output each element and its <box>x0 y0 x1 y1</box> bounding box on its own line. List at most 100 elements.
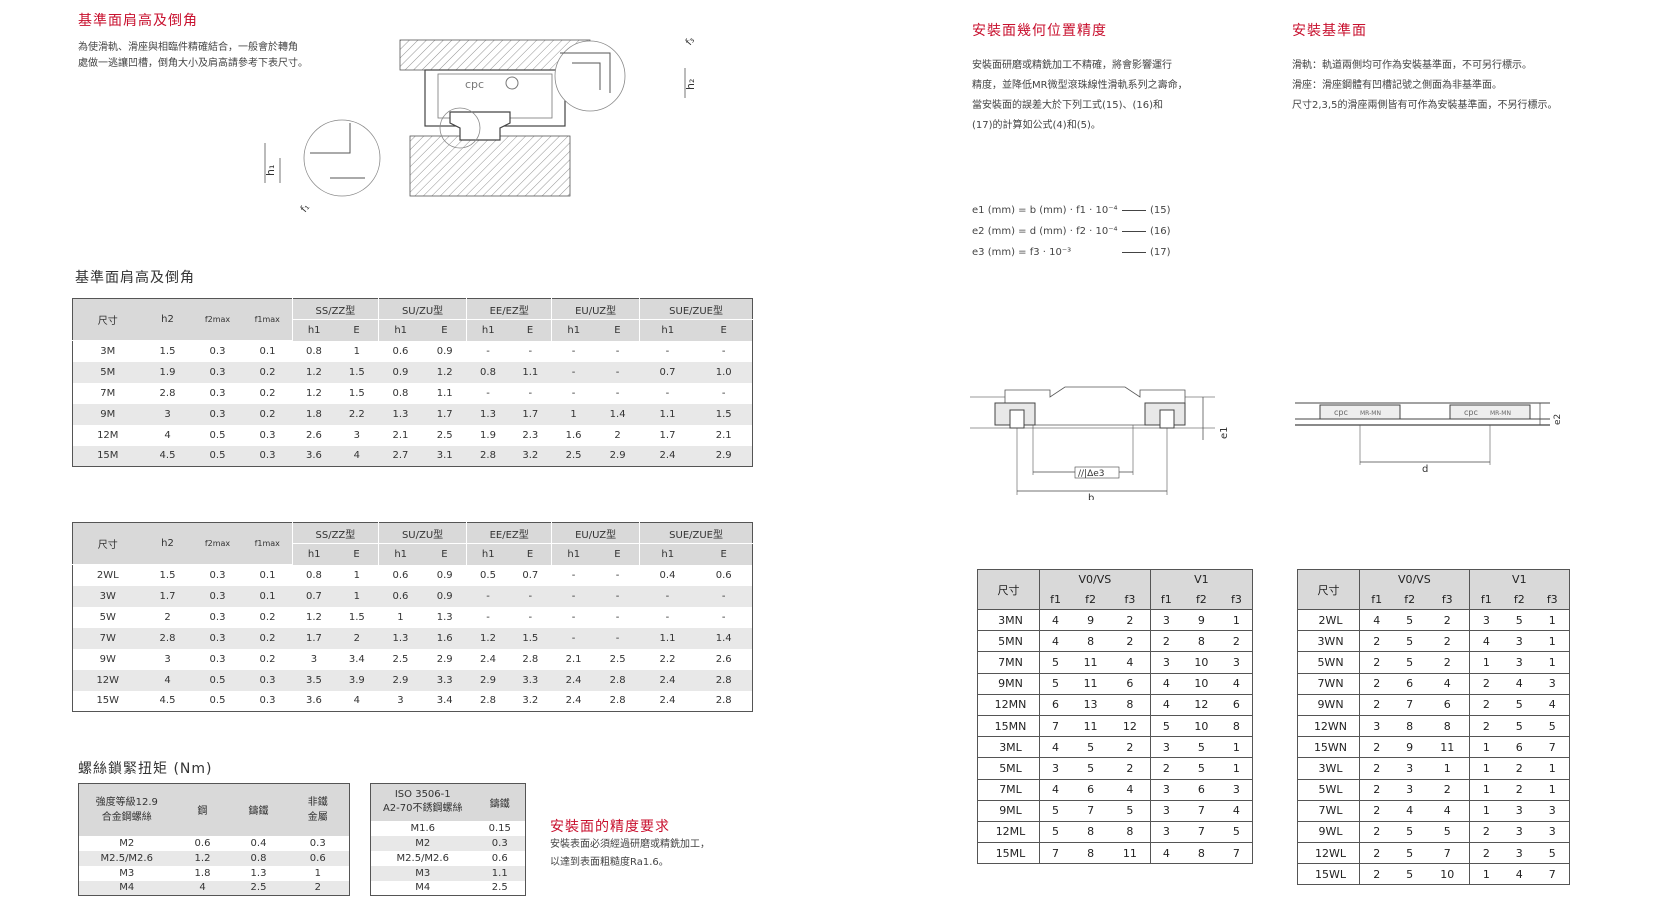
table-cell: 12WN <box>1297 714 1360 737</box>
table-cell: 1 <box>1468 778 1504 801</box>
table-cell: 2 <box>142 606 193 628</box>
table-cell: 2.4 <box>466 648 510 670</box>
table-cell: 1.5 <box>335 361 379 383</box>
table-cell: 4 <box>1039 630 1072 652</box>
datum-title: 安裝基準面 <box>1292 23 1367 39</box>
table-cell: 7 <box>1039 842 1072 864</box>
table-cell: 2 <box>1359 630 1394 652</box>
table-cell: 3ML <box>977 736 1040 758</box>
table-cell: 0.9 <box>422 564 467 586</box>
table-cell: 1.2 <box>466 627 510 649</box>
table-cell: 2.8 <box>509 648 552 670</box>
table-cell: M4 <box>78 880 175 896</box>
table-cell: 4 <box>1149 672 1182 695</box>
table-cell: 2.9 <box>466 669 510 691</box>
table-cell: 4 <box>1039 608 1072 631</box>
table-cell: 2.8 <box>142 627 193 649</box>
table-cell: 1.3 <box>466 403 510 425</box>
table-cell: M2.5/M2.6 <box>396 852 449 864</box>
table-cell: 5 <box>1535 714 1570 737</box>
table-cell: 1.1 <box>639 627 696 649</box>
table-cell: - <box>466 606 510 628</box>
table-cell: 4 <box>1503 672 1536 695</box>
table-cell: 3 <box>1039 757 1072 779</box>
table-cell: 0.9 <box>422 585 467 607</box>
table-cell: 12MN <box>977 693 1040 716</box>
table-cell: 3 <box>1149 778 1182 801</box>
table-cell: 7W <box>72 627 143 649</box>
table-cell: 0.5 <box>192 669 243 691</box>
table-cell: 1.2 <box>422 361 467 383</box>
table-cell: 5 <box>1071 736 1111 758</box>
table-cell: 2 <box>1220 630 1253 652</box>
shoulder-section-title: 基準面肩高及倒角 <box>78 13 198 29</box>
table-cell: 1 <box>1468 757 1504 779</box>
table-cell: - <box>639 585 696 607</box>
table-cell: 2.1 <box>378 424 423 446</box>
table-cell: 2.5 <box>551 445 596 467</box>
table-cell: 1.3 <box>422 606 467 628</box>
table-cell: 5 <box>1071 757 1111 779</box>
table-cell: 8 <box>1181 842 1221 864</box>
table-cell: - <box>551 585 596 607</box>
table-cell: 5 <box>1181 757 1221 779</box>
table-cell: 6 <box>1503 736 1536 758</box>
table-cell: 3 <box>1503 820 1536 843</box>
height-offset-diagram: cpc MR-MN cpc MR-MN d e2 <box>1295 402 1563 475</box>
svg-text://|Δe3: //|Δe3 <box>1078 469 1105 479</box>
formula-15: e1 (mm) = b (mm) · f1 · 10⁻⁴ (15) <box>972 205 1171 216</box>
table-cell: 1 <box>335 585 379 607</box>
table-cell: 1.1 <box>422 382 467 404</box>
table-cell: 0.3 <box>192 382 243 404</box>
parallel-offset-diagram: //|Δe3 b e1 <box>970 386 1230 500</box>
table-cell: - <box>551 627 596 649</box>
table-cell: 1.7 <box>292 627 336 649</box>
table-cell: 4 <box>1039 736 1072 758</box>
table-cell: 8 <box>1220 714 1253 737</box>
table-cell: 0.6 <box>194 837 211 849</box>
table-cell: 5 <box>1039 672 1072 695</box>
table-cell: 1.8 <box>194 867 211 879</box>
shoulder-table-w: 尺寸 h2 f2max f1max SS/ZZ型 SU/ZU型 EE/EZ型 E… <box>72 522 753 712</box>
table-cell: 2 <box>1359 757 1394 779</box>
table-cell: - <box>466 340 510 362</box>
table-cell: 8 <box>1110 693 1151 716</box>
table-cell: 5 <box>1039 820 1072 843</box>
table-cell: 6 <box>1039 693 1072 716</box>
table-cell: 2.5 <box>378 648 423 670</box>
table-cell: 3 <box>142 403 193 425</box>
table-cell: 1.4 <box>695 627 753 649</box>
surface-req-title: 安裝面的精度要求 <box>550 819 670 835</box>
table-cell: - <box>595 627 640 649</box>
table-cell: 0.8 <box>378 382 423 404</box>
table-cell: - <box>595 340 640 362</box>
table-cell: 5 <box>1149 714 1182 737</box>
table-cell: 2 <box>1503 778 1536 801</box>
table-cell: 1 <box>1468 651 1504 674</box>
table-cell: 2 <box>1468 714 1504 737</box>
table-cell: 2 <box>1359 778 1394 801</box>
table-cell: - <box>695 382 753 404</box>
table-cell: 4 <box>1468 630 1504 652</box>
table-cell: 2.9 <box>378 669 423 691</box>
table-cell: 7 <box>1039 714 1072 737</box>
table-cell: 0.3 <box>192 606 243 628</box>
table-cell: 4.5 <box>142 690 193 712</box>
table-cell: 2 <box>1425 630 1470 652</box>
subheader-cell: E <box>595 319 640 341</box>
table-cell: 5 <box>1110 799 1151 822</box>
table-cell: 1.5 <box>335 606 379 628</box>
table-cell: 3 <box>335 424 379 446</box>
table-cell: 0.5 <box>192 445 243 467</box>
table-cell: 3.6 <box>292 690 336 712</box>
table-cell: 12WL <box>1297 842 1360 864</box>
subheader-cell: h1 <box>550 319 596 341</box>
